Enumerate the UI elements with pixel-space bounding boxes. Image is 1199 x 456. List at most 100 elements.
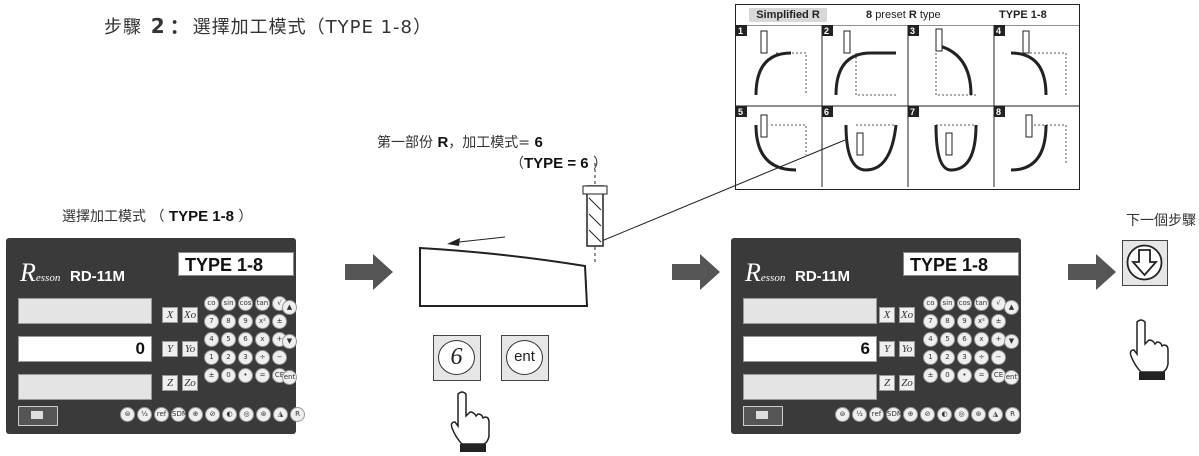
key[interactable]: 3 <box>957 350 972 365</box>
key[interactable]: x <box>974 332 989 347</box>
cell-label-7: 7 <box>910 107 915 117</box>
flow-arrow-2 <box>672 254 720 290</box>
key[interactable]: x² <box>255 314 270 329</box>
workpiece-diagram <box>419 163 608 307</box>
key[interactable]: ± <box>991 314 1006 329</box>
key[interactable]: 9 <box>238 314 253 329</box>
key[interactable]: cos <box>957 296 972 311</box>
z-key[interactable]: Z <box>879 375 895 391</box>
key[interactable]: tan <box>974 296 989 311</box>
down-key[interactable]: ▼ <box>282 334 297 349</box>
function-key[interactable]: R <box>1005 407 1020 422</box>
function-key[interactable]: ⊕ <box>188 407 203 422</box>
next-step-button[interactable] <box>1122 240 1168 286</box>
key[interactable]: 1 <box>923 350 938 365</box>
key[interactable]: 5 <box>221 332 236 347</box>
function-key[interactable]: ◎ <box>239 407 254 422</box>
key[interactable]: − <box>991 350 1006 365</box>
key[interactable]: cos <box>238 296 253 311</box>
key[interactable]: 4 <box>204 332 219 347</box>
function-key[interactable]: SDM <box>886 407 903 422</box>
x-axis-display <box>18 298 152 324</box>
key[interactable]: tan <box>255 296 270 311</box>
key[interactable]: x² <box>974 314 989 329</box>
model-name: RD-11M <box>70 268 126 285</box>
key[interactable]: ± <box>923 368 938 383</box>
key[interactable]: = <box>974 368 989 383</box>
y-axis-display: 0 <box>18 336 152 362</box>
ent-button[interactable]: ent <box>501 335 549 381</box>
key[interactable]: x <box>255 332 270 347</box>
key[interactable]: • <box>957 368 972 383</box>
y-zero-key[interactable]: Yo <box>899 341 915 357</box>
up-key[interactable]: ▲ <box>282 300 297 315</box>
key[interactable]: 2 <box>221 350 236 365</box>
function-key[interactable]: ⊜ <box>120 407 135 422</box>
function-key[interactable]: ⊛ <box>256 407 271 422</box>
function-key[interactable]: ◮ <box>988 407 1003 422</box>
ent-key[interactable]: ent <box>282 370 297 385</box>
key[interactable]: − <box>272 350 287 365</box>
key-6-button[interactable]: 6 <box>433 335 481 381</box>
y-key[interactable]: Y <box>162 341 178 357</box>
function-key[interactable]: ◎ <box>954 407 969 422</box>
key[interactable]: co <box>923 296 938 311</box>
step-colon: ： <box>169 14 191 38</box>
z-zero-key[interactable]: Zo <box>182 375 198 391</box>
flow-arrow-3 <box>1068 254 1116 290</box>
function-key[interactable]: ◐ <box>937 407 952 422</box>
key[interactable]: 9 <box>957 314 972 329</box>
function-key[interactable]: ½ <box>852 407 867 422</box>
key[interactable]: sin <box>221 296 236 311</box>
r-type-grid: 1 2 3 4 5 6 7 8 <box>736 25 1079 187</box>
function-key[interactable]: ⊜ <box>835 407 850 422</box>
x-zero-key[interactable]: Xo <box>899 307 915 323</box>
key[interactable]: co <box>204 296 219 311</box>
key[interactable]: 6 <box>238 332 253 347</box>
function-key[interactable]: ◮ <box>273 407 288 422</box>
y-zero-key[interactable]: Yo <box>182 341 198 357</box>
key[interactable]: 7 <box>923 314 938 329</box>
x-zero-key[interactable]: Xo <box>182 307 198 323</box>
key[interactable]: ÷ <box>974 350 989 365</box>
key[interactable]: sin <box>940 296 955 311</box>
power-switch[interactable] <box>18 406 58 426</box>
key[interactable]: = <box>255 368 270 383</box>
key[interactable]: 6 <box>957 332 972 347</box>
key[interactable]: 1 <box>204 350 219 365</box>
r-chart-header: Simplified R 8 preset R type TYPE 1-8 <box>736 5 1079 25</box>
key[interactable]: 8 <box>940 314 955 329</box>
x-key[interactable]: X <box>162 307 178 323</box>
function-key[interactable]: ◐ <box>222 407 237 422</box>
function-key[interactable]: R <box>290 407 305 422</box>
key[interactable]: 5 <box>940 332 955 347</box>
key[interactable]: 0 <box>940 368 955 383</box>
key[interactable]: 8 <box>221 314 236 329</box>
function-key[interactable]: ⊘ <box>920 407 935 422</box>
key[interactable]: 4 <box>923 332 938 347</box>
z-key[interactable]: Z <box>162 375 178 391</box>
power-switch[interactable] <box>743 406 783 426</box>
y-key[interactable]: Y <box>879 341 895 357</box>
function-key[interactable]: SDM <box>171 407 188 422</box>
key[interactable]: 7 <box>204 314 219 329</box>
function-key[interactable]: ⊛ <box>971 407 986 422</box>
key[interactable]: ± <box>204 368 219 383</box>
key[interactable]: ± <box>272 314 287 329</box>
function-key[interactable]: ⊕ <box>903 407 918 422</box>
function-key[interactable]: ref <box>869 407 884 422</box>
cell-label-8: 8 <box>996 107 1001 117</box>
key[interactable]: 0 <box>221 368 236 383</box>
up-key[interactable]: ▲ <box>1004 300 1019 315</box>
x-key[interactable]: X <box>879 307 895 323</box>
ent-key[interactable]: ent <box>1004 370 1019 385</box>
key[interactable]: ÷ <box>255 350 270 365</box>
function-key[interactable]: ½ <box>137 407 152 422</box>
down-key[interactable]: ▼ <box>1004 334 1019 349</box>
function-key[interactable]: ⊘ <box>205 407 220 422</box>
function-key[interactable]: ref <box>154 407 169 422</box>
key[interactable]: 3 <box>238 350 253 365</box>
key[interactable]: • <box>238 368 253 383</box>
key[interactable]: 2 <box>940 350 955 365</box>
z-zero-key[interactable]: Zo <box>899 375 915 391</box>
